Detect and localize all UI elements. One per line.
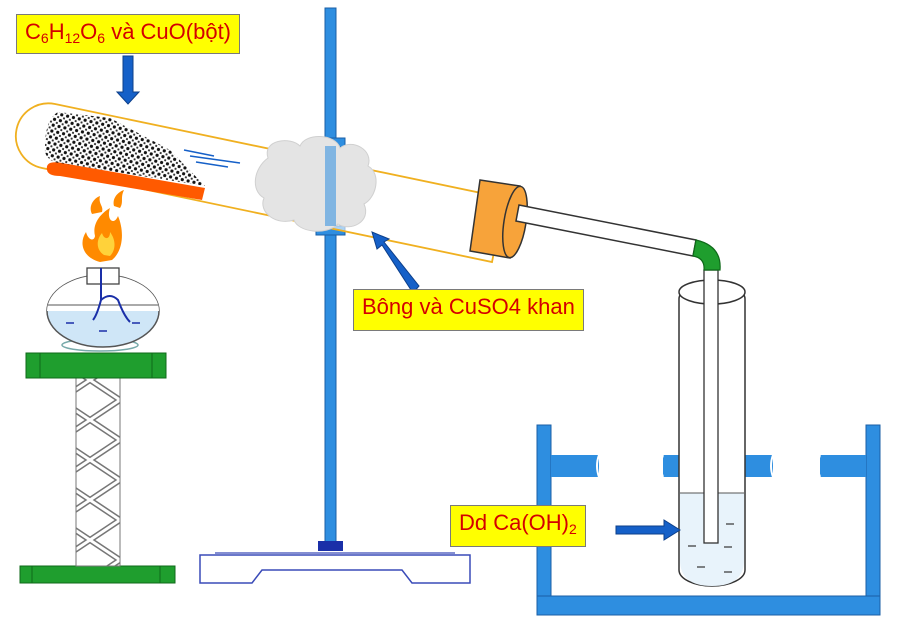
stand-rod-overlap [325,146,336,226]
flame-icon [82,190,124,262]
alcohol-lamp-icon [46,267,160,352]
cotton-label: Bông và CuSO4 khan [353,289,584,331]
reactants-label: C6H12O6 và CuO(bột) [16,14,241,54]
delivery-tube [515,204,721,271]
limewater-tube [678,269,746,587]
callout-arrows [115,55,681,541]
limewater-label: Dd Ca(OH)2 [450,505,586,547]
burner-stand [19,352,176,584]
cotton-wool-icon [254,136,377,232]
rubber-stopper-icon [469,179,528,259]
